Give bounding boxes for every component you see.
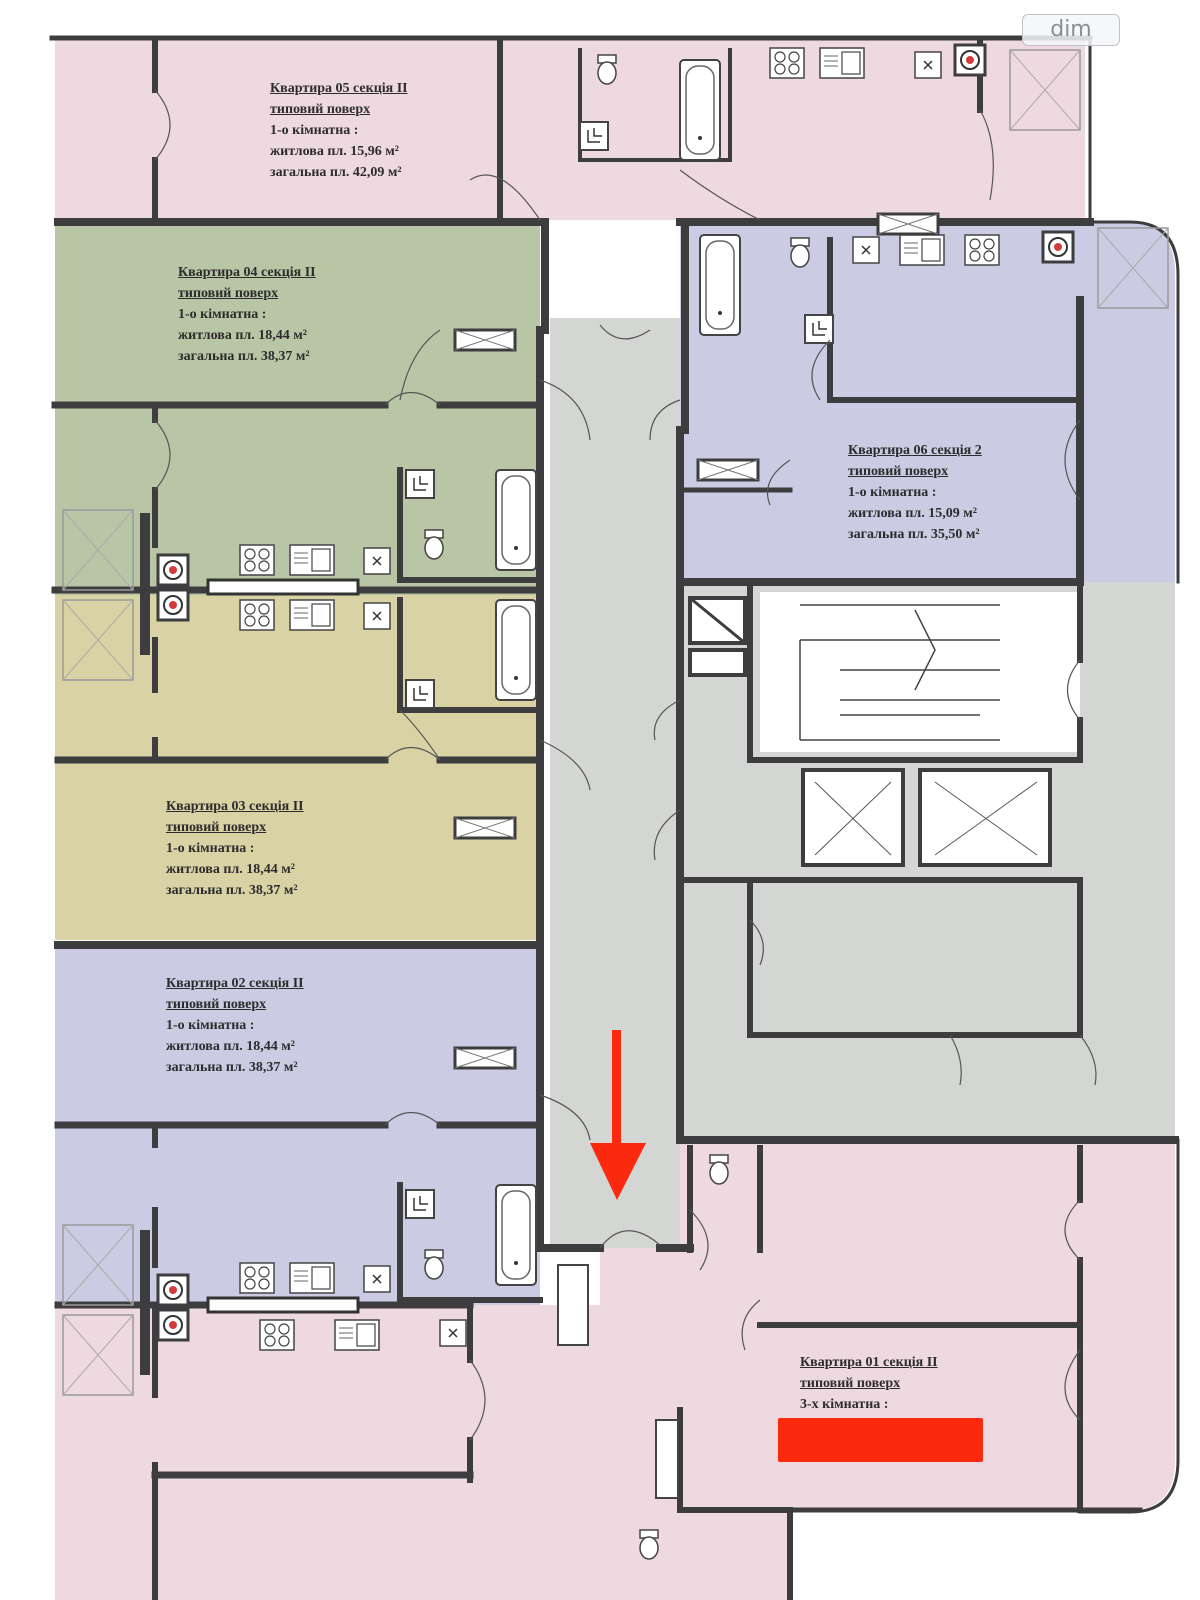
red-down-arrow <box>590 1030 646 1200</box>
apartment-floor: типовий поверх <box>848 464 949 479</box>
apartment-title: Квартира 01 секція II <box>800 1355 938 1370</box>
apartment-floor: типовий поверх <box>166 820 267 835</box>
apartment-rooms: 1-о кімнатна : <box>178 307 267 322</box>
apartment-living-area: житлова пл. 18,44 м² <box>166 1039 295 1054</box>
apartment-total-area: загальна пл. 38,37 м² <box>166 1060 298 1075</box>
apartment-living-area: житлова пл. 15,09 м² <box>848 506 977 521</box>
apartment-floor: типовий поверх <box>166 997 267 1012</box>
apartment-05-label: Квартира 05 секція II типовий поверх 1-о… <box>270 78 408 183</box>
red-redaction-bar <box>778 1418 983 1462</box>
apartment-total-area: загальна пл. 38,37 м² <box>166 883 298 898</box>
apartment-rooms: 3-х кімнатна : <box>800 1397 889 1412</box>
apartment-title: Квартира 03 секція II <box>166 799 304 814</box>
fixtures <box>62 43 1169 1560</box>
apartment-title: Квартира 06 секція 2 <box>848 443 982 458</box>
apartment-title: Квартира 05 секція II <box>270 81 408 96</box>
apartment-living-area: житлова пл. 18,44 м² <box>178 328 307 343</box>
apartment-rooms: 1-о кімнатна : <box>270 123 359 138</box>
apartment-rooms: 1-о кімнатна : <box>848 485 937 500</box>
apartment-03-area <box>55 595 540 940</box>
stairwell <box>760 592 1080 752</box>
apartment-floor: типовий поверх <box>800 1376 901 1391</box>
apartment-rooms: 1-о кімнатна : <box>166 841 255 856</box>
apartment-01-label: Квартира 01 секція II типовий поверх 3-х… <box>800 1352 938 1415</box>
watermark-logo: dim <box>1022 14 1120 46</box>
apartment-floor: типовий поверх <box>270 102 371 117</box>
apartment-title: Квартира 02 секція II <box>166 976 304 991</box>
apartment-04-area <box>55 225 540 595</box>
apartment-total-area: загальна пл. 38,37 м² <box>178 349 310 364</box>
apartment-02-label: Квартира 02 секція II типовий поверх 1-о… <box>166 973 304 1078</box>
apartment-living-area: житлова пл. 15,96 м² <box>270 144 399 159</box>
apartment-rooms: 1-о кімнатна : <box>166 1018 255 1033</box>
door-swings <box>154 89 1097 1441</box>
apartment-01-west-area <box>55 1305 600 1600</box>
apartment-total-area: загальна пл. 42,09 м² <box>270 165 402 180</box>
apartment-living-area: житлова пл. 18,44 м² <box>166 862 295 877</box>
apartment-05-area <box>55 40 1085 220</box>
apartment-total-area: загальна пл. 35,50 м² <box>848 527 980 542</box>
apartment-06-label: Квартира 06 секція 2 типовий поверх 1-о … <box>848 440 982 545</box>
apartment-floor: типовий поверх <box>178 286 279 301</box>
apartment-title: Квартира 04 секція II <box>178 265 316 280</box>
elevators <box>801 768 1052 867</box>
apartment-03-label: Квартира 03 секція II типовий поверх 1-о… <box>166 796 304 901</box>
apartment-04-label: Квартира 04 секція II типовий поверх 1-о… <box>178 262 316 367</box>
